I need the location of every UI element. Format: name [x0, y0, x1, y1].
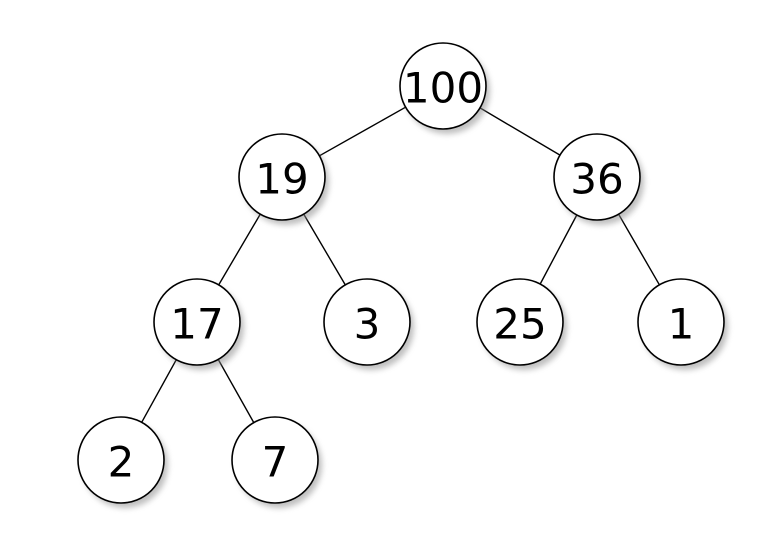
tree-node: 2	[77, 416, 168, 508]
edge-n19-n17	[218, 213, 261, 286]
edge-n17-n7	[217, 359, 255, 423]
node-circle	[399, 42, 487, 130]
edge-n100-n19	[319, 106, 406, 157]
tree-node: 100	[399, 42, 490, 134]
node-label: 17	[170, 300, 223, 349]
node-circle	[231, 416, 319, 504]
tree-node: 19	[238, 133, 329, 225]
node-circle	[323, 278, 411, 366]
tree-node: 36	[553, 133, 644, 225]
node-circle	[476, 278, 564, 366]
tree-node: 7	[231, 416, 322, 508]
node-circle	[637, 278, 725, 366]
node-circle	[153, 278, 241, 366]
edge-n36-n1	[617, 213, 661, 286]
node-label: 36	[570, 155, 623, 204]
edges	[141, 106, 661, 423]
edge-n100-n36	[479, 107, 561, 156]
edge-n19-n3	[303, 213, 346, 286]
tree-node: 17	[153, 278, 244, 370]
tree-node: 3	[323, 278, 414, 370]
tree-node: 1	[637, 278, 728, 370]
edge-n36-n25	[539, 214, 578, 285]
node-circle	[238, 133, 326, 221]
node-label: 100	[403, 64, 483, 113]
node-label: 1	[668, 300, 695, 349]
node-label: 7	[262, 438, 289, 487]
node-label: 25	[493, 300, 546, 349]
nodes: 100 19 36 17 3 25 1 2 7	[77, 42, 728, 508]
node-circle	[77, 416, 165, 504]
node-circle	[553, 133, 641, 221]
tree-node: 25	[476, 278, 567, 370]
node-label: 19	[255, 155, 308, 204]
node-label: 2	[108, 438, 135, 487]
edge-n17-n2	[141, 359, 177, 423]
node-label: 3	[354, 300, 381, 349]
